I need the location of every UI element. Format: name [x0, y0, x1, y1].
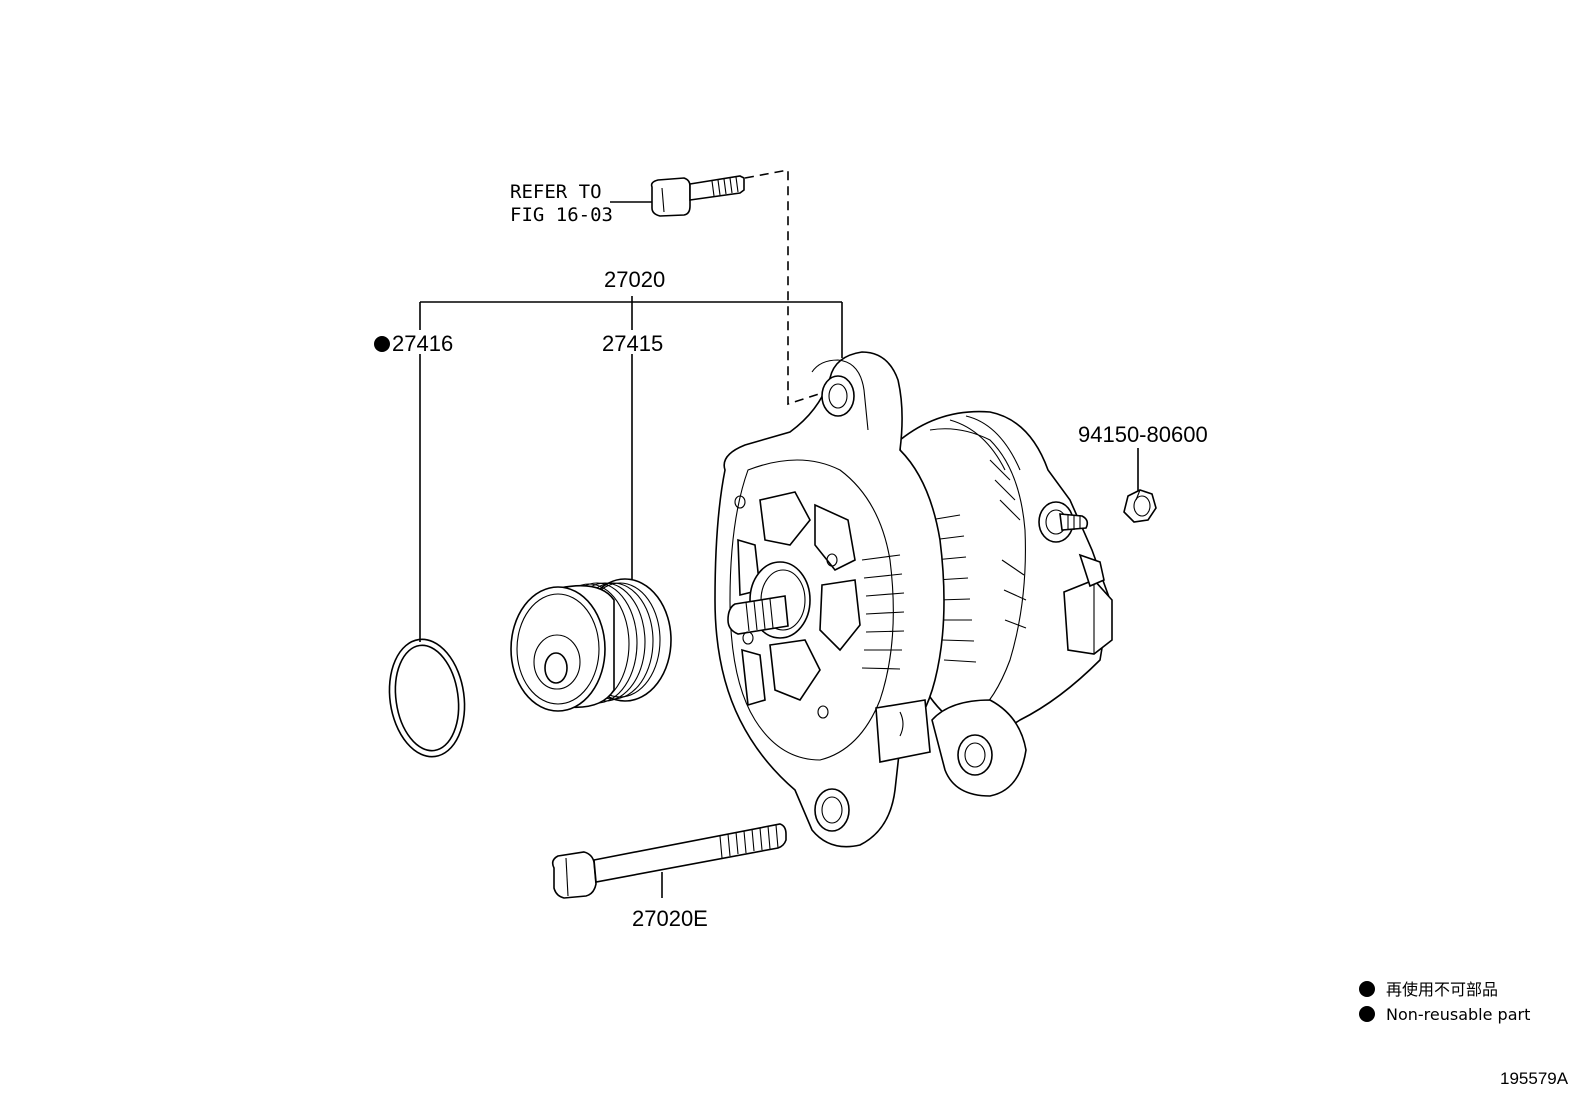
- legend-text-english: Non-reusable part: [1386, 1005, 1530, 1024]
- through-bolt-drawing: [551, 823, 787, 899]
- top-bolt-alignment-dashed: [744, 169, 826, 406]
- top-bolt-drawing: [650, 175, 745, 217]
- through-bolt-part-number: 27020E: [632, 906, 708, 931]
- assembly-bracket: [419, 296, 843, 358]
- legend-marker-en: [1359, 1006, 1375, 1022]
- seal-ring-part-number: 27416: [392, 331, 453, 356]
- pulley-part-number: 27415: [602, 331, 663, 356]
- legend-marker-jp: [1359, 981, 1375, 997]
- nut-part-number: 94150-80600: [1078, 422, 1208, 447]
- pulley-drawing: [510, 578, 672, 712]
- alternator-drawing: [714, 351, 1113, 848]
- legend: 再使用不可部品 Non-reusable part: [1359, 980, 1530, 1024]
- non-reusable-marker: [374, 336, 390, 352]
- legend-text-japanese: 再使用不可部品: [1386, 980, 1498, 999]
- assembly-part-number: 27020: [604, 267, 665, 292]
- seal-ring-drawing: [388, 638, 466, 758]
- refer-label-line1: REFER TO: [510, 181, 602, 203]
- refer-label-line2: FIG 16-03: [510, 204, 613, 226]
- figure-code: 195579A: [1500, 1069, 1569, 1088]
- nut-drawing: [1123, 489, 1157, 523]
